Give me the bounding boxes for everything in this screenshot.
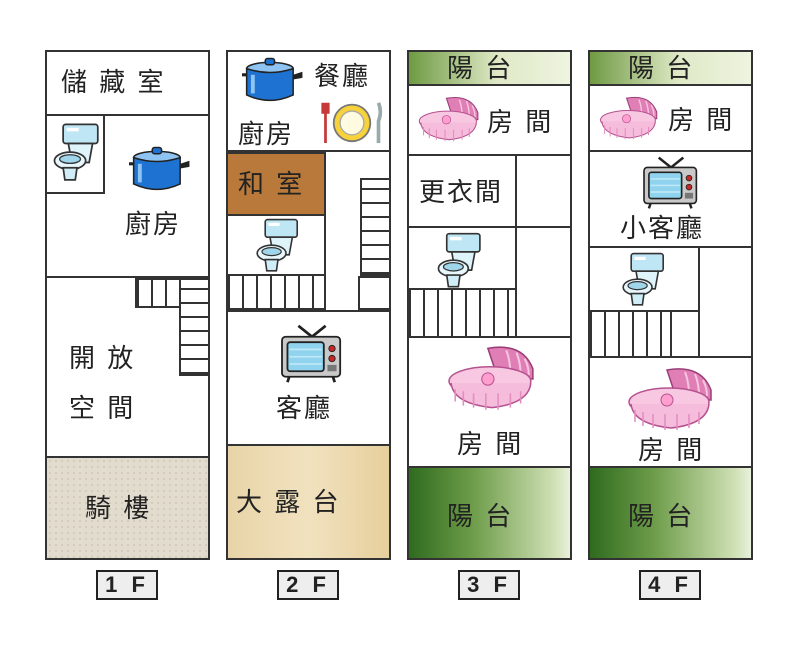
- bedroom-main: 房 間: [590, 356, 751, 468]
- television-icon: [642, 156, 700, 210]
- baby-cradle-icon: [415, 94, 485, 144]
- small-living-label: 小客廳: [620, 214, 705, 244]
- washitsu-label: 和 室: [238, 170, 305, 200]
- bedroom-main-label: 房 間: [638, 436, 705, 466]
- bedroom-top-label: 房 間: [668, 106, 735, 136]
- living-room: 客廳: [228, 310, 389, 446]
- staircase: [588, 310, 672, 358]
- floor-1-label: 1 F: [96, 570, 158, 600]
- balcony-bottom: 陽 台: [409, 468, 570, 558]
- kitchen-label: 廚房: [125, 210, 182, 240]
- large-terrace: 大 露 台: [228, 446, 389, 558]
- stair-hall: [358, 276, 389, 310]
- bedroom-small: 房 間: [409, 86, 570, 156]
- toilet-icon: [435, 232, 485, 290]
- kitchen-room: 廚房: [47, 116, 208, 278]
- storage-room-label: 儲 藏 室: [61, 68, 166, 98]
- floor-3-label: 3 F: [458, 570, 520, 600]
- cooking-pot-icon: [242, 56, 304, 106]
- floor-2-label: 2 F: [277, 570, 339, 600]
- bedroom-main: 房 間: [409, 336, 570, 468]
- floor-4-label: 4 F: [639, 570, 701, 600]
- baby-cradle-icon: [626, 364, 718, 434]
- washitsu-room: 和 室: [226, 152, 326, 216]
- kitchen-label: 廚房: [238, 120, 295, 150]
- staircase-upper: [135, 278, 181, 308]
- arcade-area: 騎 樓: [47, 458, 208, 558]
- living-label: 客廳: [276, 394, 333, 424]
- balcony-top: 陽 台: [409, 52, 570, 86]
- bedroom-main-label: 房 間: [457, 430, 524, 460]
- floor-1-plan: 儲 藏 室 廚房 開 放 空 間 騎 樓: [45, 50, 210, 560]
- open-space-label-2: 空 間: [69, 394, 136, 424]
- storage-room: 儲 藏 室: [47, 52, 208, 116]
- stair-hall: [698, 246, 753, 358]
- balcony-top-label: 陽 台: [447, 54, 514, 84]
- floor-2-plan: 餐廳 廚房 和 室 客廳 大 露 台: [226, 50, 391, 560]
- cooking-pot-icon: [129, 146, 191, 194]
- terrace-label: 大 露 台: [236, 488, 341, 518]
- balcony-bottom: 陽 台: [590, 468, 751, 558]
- toilet-room: [588, 246, 700, 312]
- closet-label: 更衣間: [419, 178, 504, 208]
- staircase-lower: [179, 278, 210, 376]
- dining-kitchen: 餐廳 廚房: [228, 52, 389, 152]
- toilet-room: [45, 114, 105, 194]
- small-living-room: 小客廳: [590, 152, 751, 248]
- baby-cradle-icon: [447, 342, 539, 414]
- balcony-bottom-label: 陽 台: [447, 502, 514, 532]
- floor-3-plan: 陽 台 房 間 更衣間 房 間 陽 台: [407, 50, 572, 560]
- plate-cutlery-icon: [320, 98, 384, 146]
- toilet-room: [407, 226, 517, 290]
- staircase-landing: [226, 274, 326, 310]
- staircase: [407, 288, 517, 338]
- arcade-label: 騎 樓: [85, 494, 152, 524]
- television-icon: [280, 324, 344, 384]
- open-space-label-1: 開 放: [69, 344, 136, 374]
- bedroom-top-label: 房 間: [487, 108, 554, 138]
- balcony-bottom-label: 陽 台: [628, 502, 695, 532]
- bedroom-small: 房 間: [590, 86, 751, 152]
- walk-in-closet: 更衣間: [407, 154, 517, 228]
- balcony-top-label: 陽 台: [628, 54, 695, 84]
- toilet-room: [226, 214, 326, 276]
- stair-hall: [515, 226, 572, 338]
- balcony-top: 陽 台: [590, 52, 751, 86]
- toilet-icon: [620, 252, 668, 308]
- staircase-flight: [360, 178, 391, 276]
- floor-4-plan: 陽 台 房 間 小客廳 房 間 陽 台: [588, 50, 753, 560]
- open-space: 開 放 空 間: [47, 278, 208, 458]
- toilet-icon: [254, 218, 302, 274]
- baby-cradle-icon: [596, 94, 664, 142]
- dining-label: 餐廳: [314, 62, 371, 92]
